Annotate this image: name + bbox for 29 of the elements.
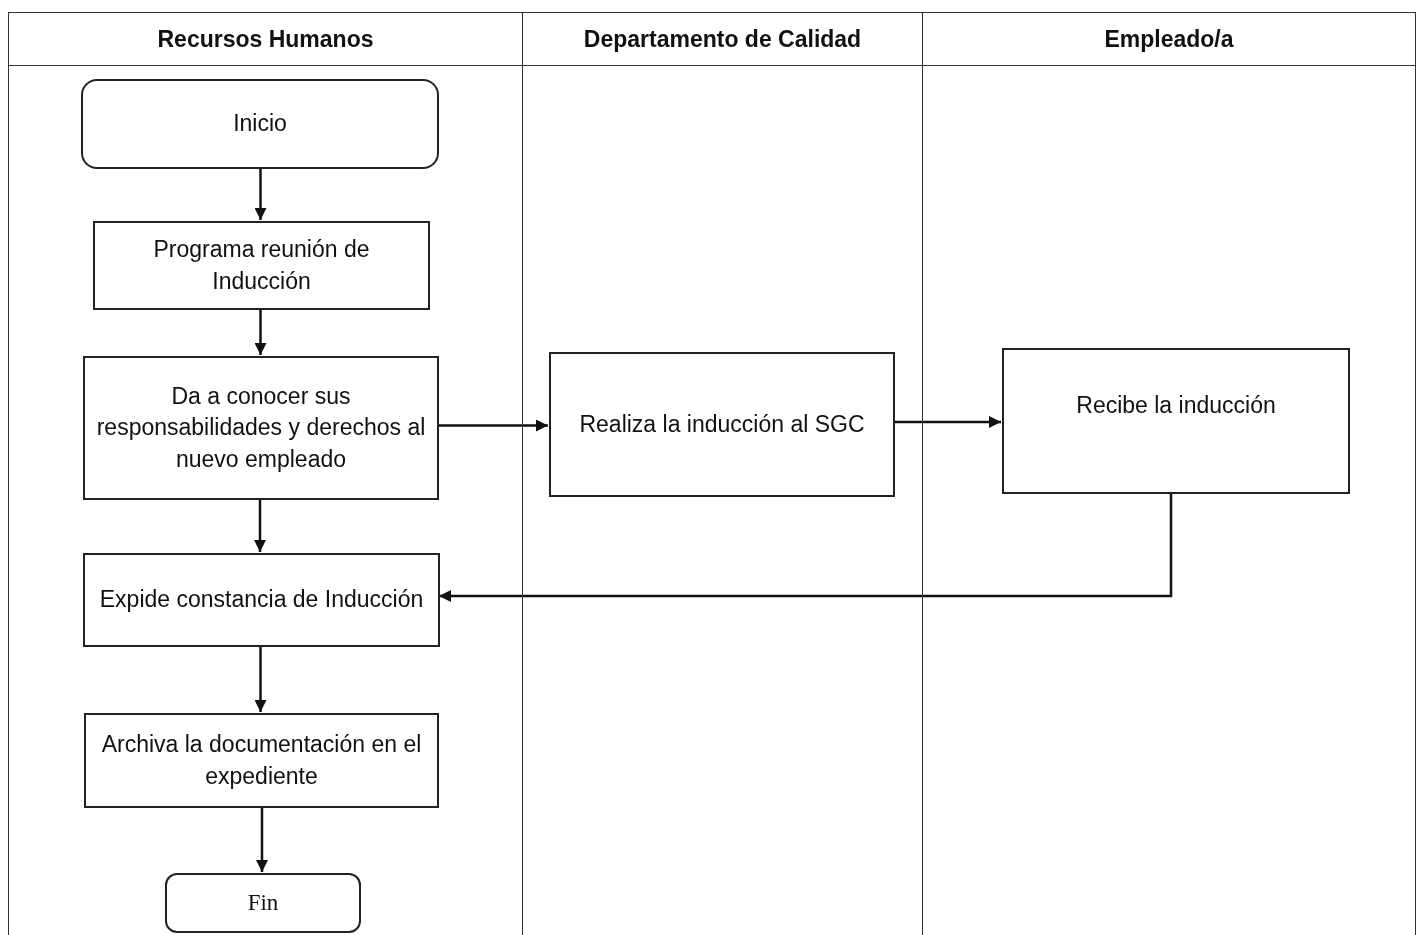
arrow [254,309,267,355]
step-text: Da a conocer sus responsabilidades y derechos al nuevo empleado [95,382,427,474]
process-box [549,352,895,497]
step-text: Expide constancia de Inducción [99,585,424,615]
lane-header: Departamento de Calidad [523,13,922,66]
process-box [84,713,439,808]
terminal-box [81,79,439,169]
arrow [254,168,267,220]
process-box [83,356,439,500]
step-text: Programa reunión de Inducción [152,235,371,296]
swimlane [8,12,523,935]
step-text: Archiva la documentación en el expediente [100,730,423,791]
arrow [256,807,268,872]
lane-header: Recursos Humanos [9,13,522,66]
terminal-box [165,873,361,933]
step-text: Inicio [233,109,287,139]
swimlane [922,12,1416,935]
process-box [1002,348,1350,494]
arrow [894,416,1001,428]
lane-header: Empleado/a [923,13,1415,66]
arrow [438,419,548,432]
step-text: Fin [247,889,279,918]
process-box [83,553,440,647]
arrow [439,493,1173,602]
process-box [93,221,430,310]
step-text: Recibe la inducción [1076,391,1276,420]
arrow [254,646,267,712]
arrow [254,499,266,552]
step-text: Realiza la inducción al SGC [579,409,865,439]
